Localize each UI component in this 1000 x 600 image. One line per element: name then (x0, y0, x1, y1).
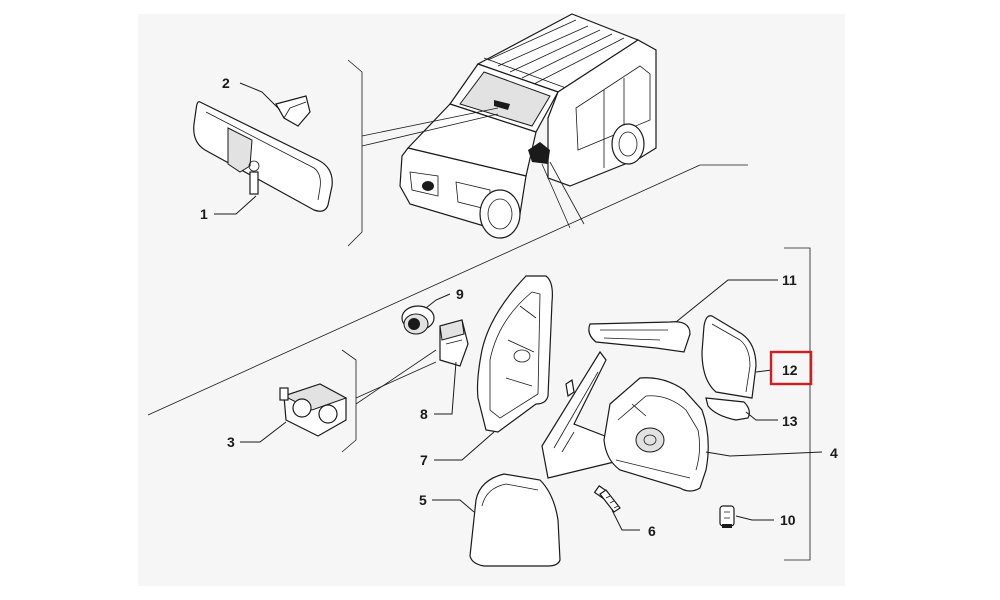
callout-11: 11 (782, 272, 797, 288)
mirror-cover-part-2 (275, 95, 311, 127)
callout-6: 6 (648, 523, 656, 539)
callout-10: 10 (780, 512, 796, 528)
turn-signal-part-11 (588, 321, 691, 353)
callout-7: 7 (420, 452, 428, 468)
callout-1: 1 (200, 206, 208, 222)
screw-part-6 (593, 485, 621, 513)
mirror-assembly-part-4 (541, 350, 709, 492)
highlight-box-callout-12 (769, 350, 813, 386)
callout-labels: 1 2 3 4 5 6 7 8 9 10 11 12 13 (200, 75, 838, 539)
callout-3: 3 (227, 434, 235, 450)
connector-part-8 (439, 319, 469, 367)
callout-5: 5 (419, 492, 427, 508)
callout-12: 12 (782, 362, 798, 378)
callout-4: 4 (830, 445, 838, 461)
callout-13: 13 (782, 413, 798, 429)
rear-view-mirror-part-1 (193, 101, 333, 212)
lower-glass-part-13 (705, 397, 750, 421)
zoom-connectors (355, 107, 585, 405)
mirror-cap-part-5 (469, 473, 561, 567)
callout-9: 9 (456, 286, 464, 302)
van-illustration (399, 13, 657, 239)
mirror-bracket-part-7 (476, 275, 553, 433)
mirror-switch-part-3 (279, 383, 348, 437)
leader-lines (214, 82, 823, 531)
bulb-part-10 (719, 505, 735, 528)
callout-2: 2 (222, 75, 230, 91)
mirror-glass-part-12 (701, 315, 757, 399)
callout-8: 8 (420, 406, 428, 422)
section-dividers (147, 59, 811, 561)
grommet-part-9 (401, 305, 435, 335)
